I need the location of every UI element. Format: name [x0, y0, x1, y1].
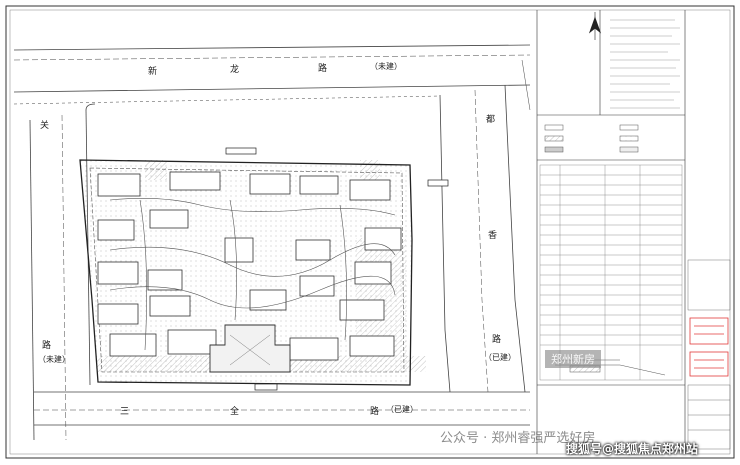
building	[149, 209, 189, 229]
road-sanquan	[34, 391, 530, 426]
building	[97, 303, 139, 325]
north-arrow-icon	[588, 12, 602, 40]
legend-area	[544, 124, 639, 153]
building	[249, 289, 287, 311]
title-column	[687, 259, 731, 450]
building	[349, 335, 395, 357]
road-label-sanquan-3: 路	[370, 407, 380, 417]
title-block	[536, 10, 686, 454]
building	[249, 173, 291, 195]
building	[147, 269, 183, 291]
road-label-xinlong-3: 路	[318, 64, 328, 74]
watermark-strip: 郑州新房	[545, 350, 601, 368]
building	[169, 171, 221, 191]
road-label-du-1: 都	[486, 115, 496, 125]
building	[299, 175, 339, 195]
clubhouse	[209, 324, 291, 373]
building	[167, 329, 217, 355]
road-label-guan-status: （未建）	[38, 355, 70, 364]
building	[97, 173, 141, 197]
watermark-sohu: 搜狐号@搜狐焦点郑州站	[566, 442, 699, 456]
gate-marks	[225, 147, 449, 391]
road-label-sanquan-1: 三	[120, 407, 130, 417]
building	[224, 237, 254, 263]
building	[339, 299, 385, 321]
building	[289, 337, 339, 361]
drawing-frame	[5, 5, 735, 459]
road-label-sanquan-status: （已建）	[386, 405, 418, 414]
building	[97, 219, 135, 241]
road-xinlong	[13, 44, 531, 105]
building	[149, 295, 191, 317]
road-label-xinlong-1: 新	[148, 67, 158, 77]
technical-index-table	[539, 164, 683, 381]
road-label-du-status: （已建）	[484, 353, 516, 362]
approval-stamps	[689, 317, 729, 377]
watermark-wechat: 公众号 · 郑州睿强严选好房	[440, 431, 596, 446]
road-label-xinlong-status: （未建）	[370, 62, 402, 71]
building	[97, 261, 139, 285]
design-notes	[610, 19, 680, 109]
road-label-guan-2: 路	[42, 341, 52, 351]
road-duxiang	[439, 59, 531, 393]
road-label-du-3: 路	[492, 335, 502, 345]
road-label-du-2: 香	[488, 231, 498, 241]
building	[299, 275, 335, 297]
drawing-inner-frame	[9, 9, 731, 455]
road-guan	[29, 103, 96, 441]
building	[354, 261, 392, 285]
internal-roads	[109, 198, 396, 351]
road-label-sanquan-2: 全	[230, 407, 240, 417]
site-inner-boundary	[89, 167, 405, 373]
building	[295, 239, 331, 261]
buildings	[97, 171, 402, 361]
building	[349, 179, 391, 201]
building	[109, 333, 157, 357]
road-label-xinlong-2: 龙	[230, 65, 240, 75]
building	[364, 227, 402, 251]
road-label-guan-1: 关	[40, 121, 50, 131]
